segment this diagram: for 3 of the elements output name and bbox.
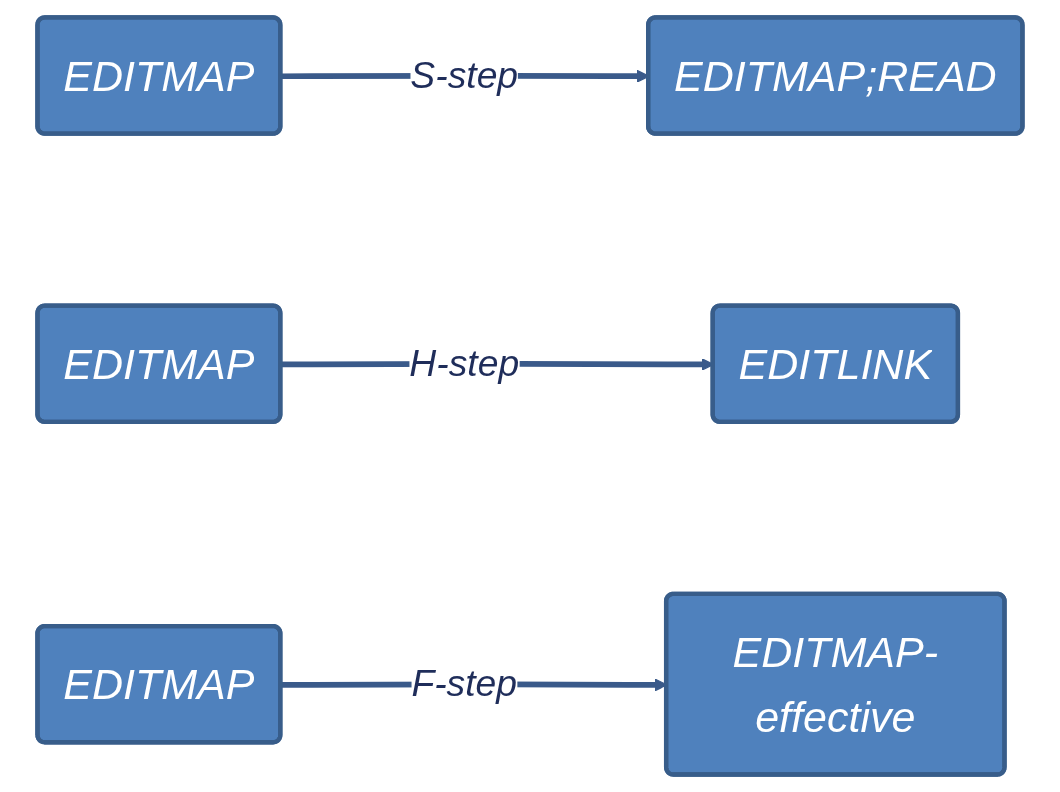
edge-label: F-step bbox=[411, 661, 518, 705]
edge-label: H-step bbox=[409, 341, 520, 385]
edge-label: S-step bbox=[410, 53, 519, 97]
